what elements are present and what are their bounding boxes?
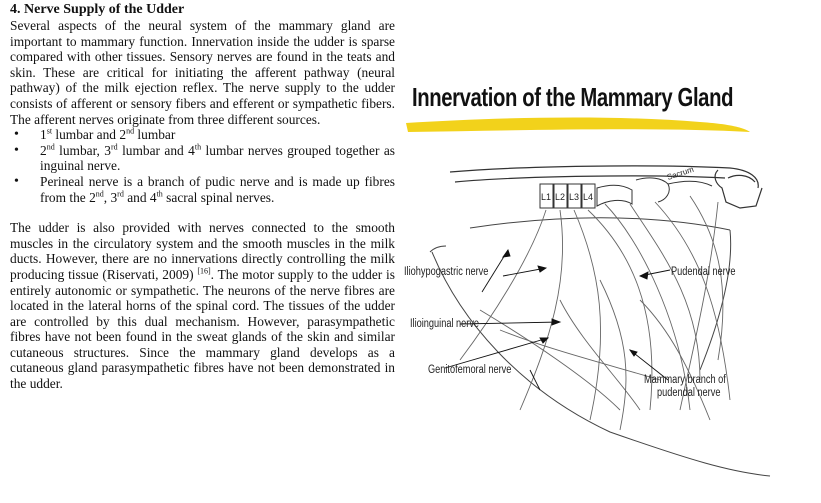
- list-text: sacral spinal nerves.: [162, 189, 275, 205]
- nerve-fibres: [459, 195, 731, 431]
- superscript: th: [156, 189, 163, 199]
- vertebrae: [539, 177, 713, 209]
- list-text: Perineal nerve is a branch of pudic nerv…: [40, 173, 395, 205]
- genitofemoral-nerve-label: Genitofemoral nerve: [428, 364, 512, 376]
- nerve-diagram: L1 L2 L3 L4 Sacrum: [406, 117, 771, 477]
- list-text: lumbar and 2: [52, 127, 127, 143]
- paragraph-text: . The motor supply to the udder is entir…: [10, 266, 395, 392]
- pudendal-nerve-label: Pudendal nerve: [671, 266, 736, 278]
- list-item: Perineal nerve is a branch of pudic nerv…: [10, 174, 395, 205]
- iliohypogastric-nerve-label: Iliohypogastric nerve: [404, 266, 489, 278]
- vertebra-label: L1: [541, 192, 551, 202]
- title-highlight: [406, 117, 750, 132]
- list-text: lumbar: [134, 127, 176, 143]
- superscript: nd: [126, 126, 135, 136]
- vertebra-label: L2: [555, 192, 565, 202]
- list-text: 1: [40, 127, 47, 143]
- spine-outline: [449, 165, 763, 209]
- list-text: 2: [40, 142, 47, 158]
- sacrum-label: Sacrum: [666, 165, 695, 182]
- mammary-branch-label-line2: pudendal nerve: [657, 387, 721, 399]
- vertebra-label: L3: [569, 192, 579, 202]
- list-text: lumbar and 4: [117, 142, 195, 158]
- paragraph-intro: Several aspects of the neural system of …: [10, 18, 395, 127]
- citation-ref: [16]: [197, 266, 211, 276]
- ilioinguinal-nerve-label: Ilioinguinal nerve: [410, 318, 480, 330]
- list-text: lumbar nerves grouped together as inguin…: [40, 142, 395, 174]
- list-item: 1st lumbar and 2nd lumbar: [10, 127, 395, 143]
- article-text-column: 4. Nerve Supply of the Udder Several asp…: [10, 2, 395, 392]
- list-item: 2nd lumbar, 3rd lumbar and 4th lumbar ne…: [10, 143, 395, 174]
- figure-title: Innervation of the Mammary Gland: [412, 82, 734, 112]
- superscript: th: [194, 142, 202, 152]
- superscript: rd: [117, 189, 124, 199]
- spacer: [10, 205, 395, 220]
- vertebra-label: L4: [583, 192, 593, 202]
- list-text: and 4: [123, 189, 157, 205]
- section-heading: 4. Nerve Supply of the Udder: [10, 2, 185, 17]
- mammary-innervation-figure: L1 L2 L3 L4 Sacrum: [400, 80, 821, 503]
- superscript: st: [46, 126, 53, 136]
- afferent-sources-list: 1st lumbar and 2nd lumbar 2nd lumbar, 3r…: [10, 127, 395, 205]
- label-pointers: [444, 249, 671, 391]
- list-text: , 3: [103, 189, 118, 205]
- mammary-branch-label-line1: Mammary branch of: [644, 374, 726, 386]
- superscript: rd: [110, 142, 118, 152]
- paragraph-text: The udder is also provided with nerves c…: [10, 220, 395, 282]
- paragraph-motor-supply: The udder is also provided with nerves c…: [10, 220, 395, 392]
- list-text: lumbar, 3: [54, 142, 111, 158]
- superscript: nd: [46, 142, 55, 152]
- superscript: nd: [95, 189, 104, 199]
